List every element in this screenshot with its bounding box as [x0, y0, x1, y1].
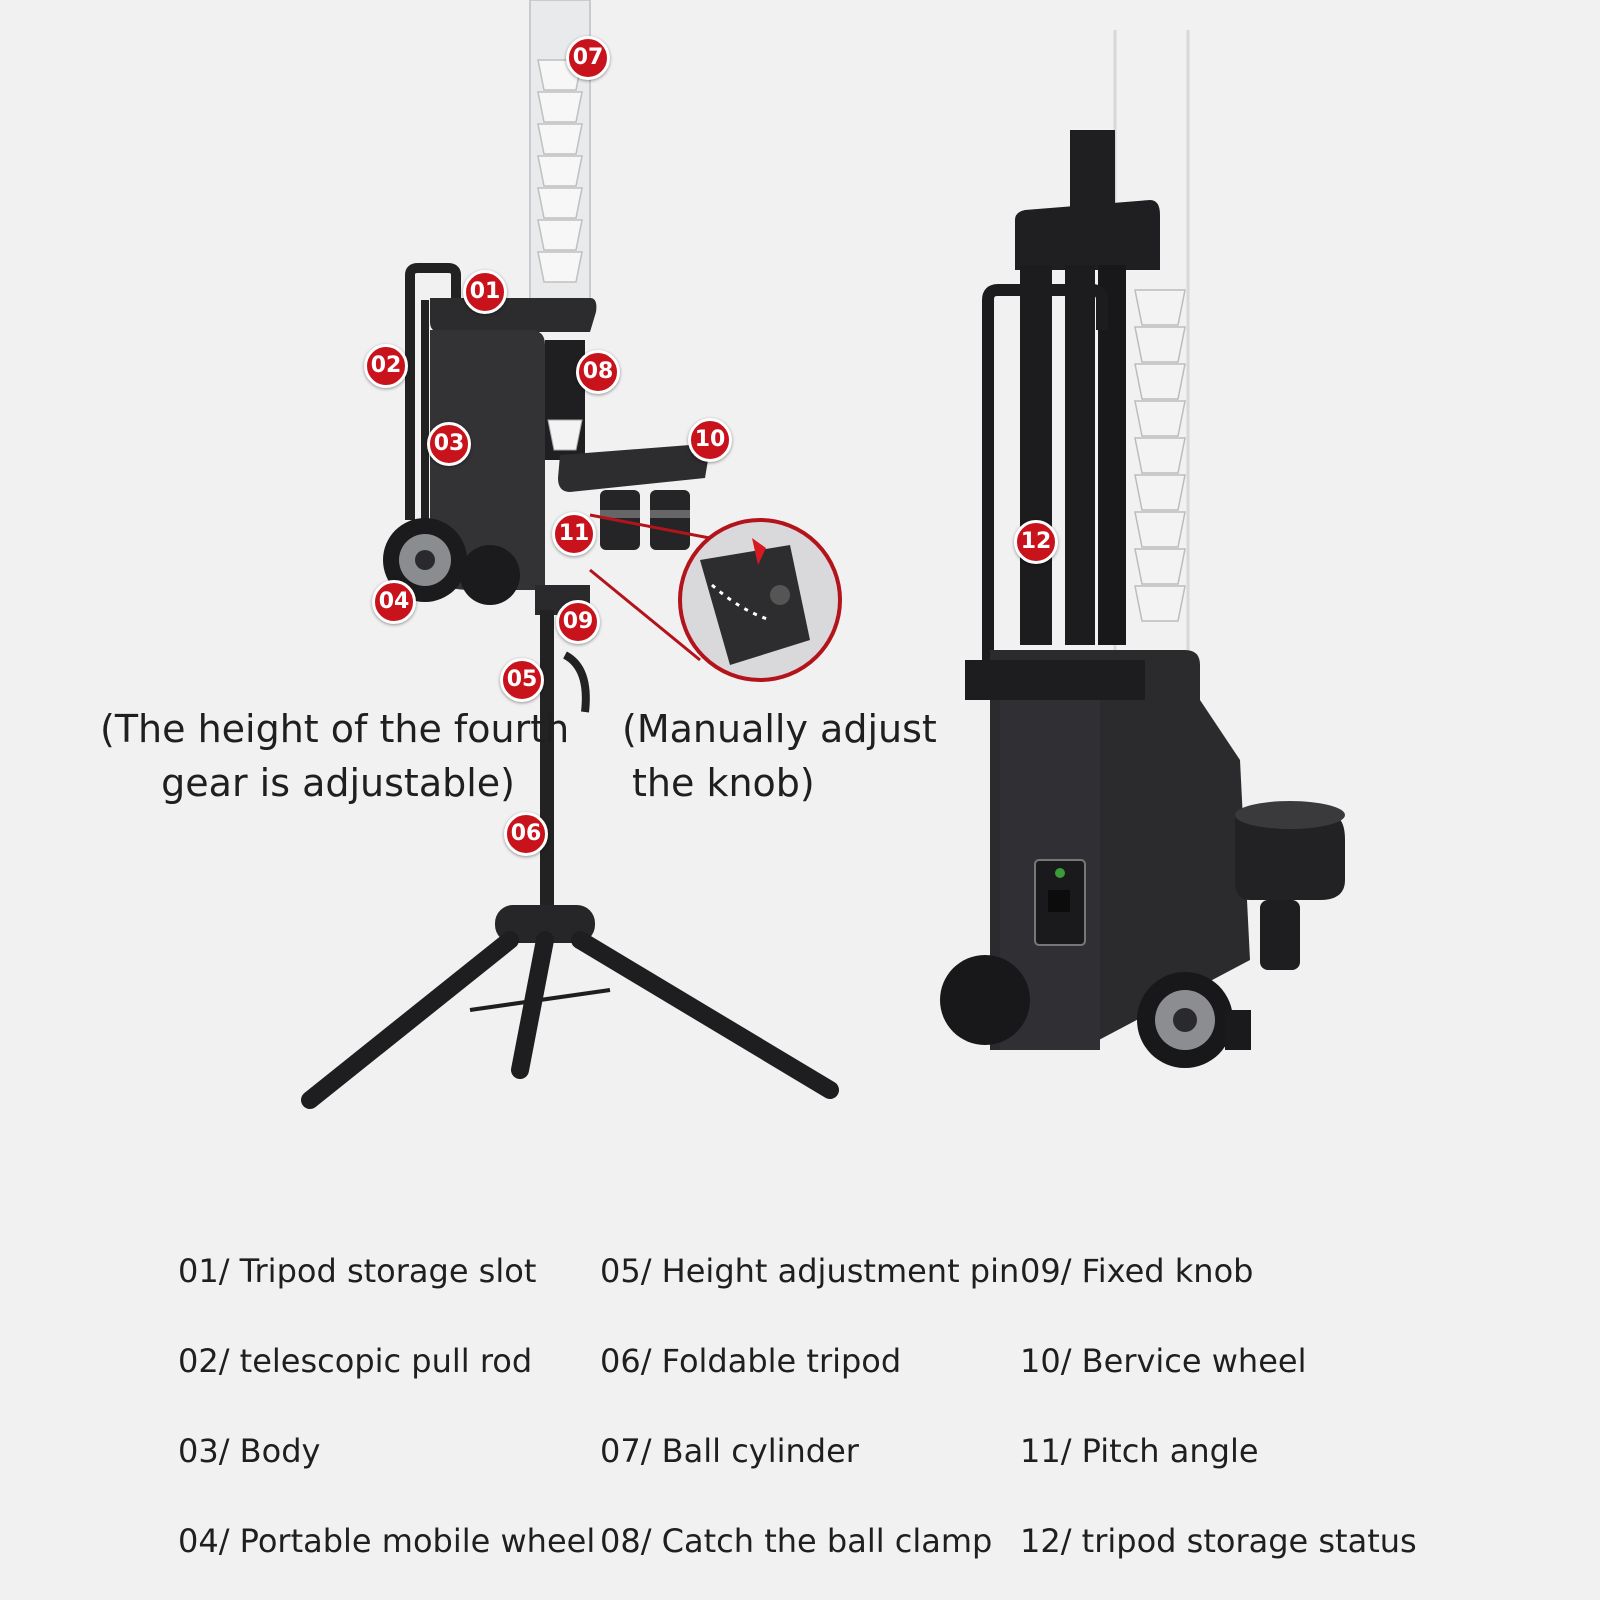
knob-note-line2: the knob)	[632, 761, 815, 805]
legend-item-03: 03/ Body	[178, 1432, 321, 1470]
top-tray	[430, 298, 597, 332]
knob-note-line1: (Manually adjust	[622, 707, 937, 751]
serve-wheel-assembly	[558, 445, 708, 550]
marker-02: 02	[364, 344, 408, 388]
mobile-wheels-left	[383, 518, 520, 605]
marker-06: 06	[504, 812, 548, 856]
marker-04: 04	[372, 580, 416, 624]
marker-09: 09	[556, 600, 600, 644]
marker-05: 05	[500, 658, 544, 702]
height-note: (The height of the fourth gear is adjust…	[100, 702, 570, 810]
marker-12: 12	[1014, 520, 1058, 564]
legend-item-02: 02/ telescopic pull rod	[178, 1342, 533, 1380]
marker-10: 10	[688, 418, 732, 462]
legend-item-05: 05/ Height adjustment pin	[600, 1252, 1020, 1290]
legend-item-01: 01/ Tripod storage slot	[178, 1252, 537, 1290]
legend-item-07: 07/ Ball cylinder	[600, 1432, 859, 1470]
legend-item-09: 09/ Fixed knob	[1020, 1252, 1254, 1290]
legend-item-10: 10/ Bervice wheel	[1020, 1342, 1307, 1380]
knob-note: (Manually adjust the knob)	[622, 702, 937, 810]
knob-zoom-callout	[678, 518, 842, 682]
height-note-line1: (The height of the fourth	[100, 707, 570, 751]
legend-item-12: 12/ tripod storage status	[1020, 1522, 1417, 1560]
marker-01: 01	[463, 270, 507, 314]
telescopic-pull-rod-left	[405, 263, 461, 520]
machine-folded-illustration	[940, 30, 1345, 1068]
marker-08: 08	[576, 350, 620, 394]
legend-item-04: 04/ Portable mobile wheel	[178, 1522, 596, 1560]
body-left	[430, 330, 545, 590]
legend-item-08: 08/ Catch the ball clamp	[600, 1522, 993, 1560]
legend-item-06: 06/ Foldable tripod	[600, 1342, 902, 1380]
marker-07: 07	[566, 36, 610, 80]
marker-11: 11	[552, 512, 596, 556]
tripod-left	[301, 610, 839, 1109]
marker-03: 03	[427, 422, 471, 466]
legend-item-11: 11/ Pitch angle	[1020, 1432, 1259, 1470]
height-note-line2: gear is adjustable)	[161, 761, 515, 805]
